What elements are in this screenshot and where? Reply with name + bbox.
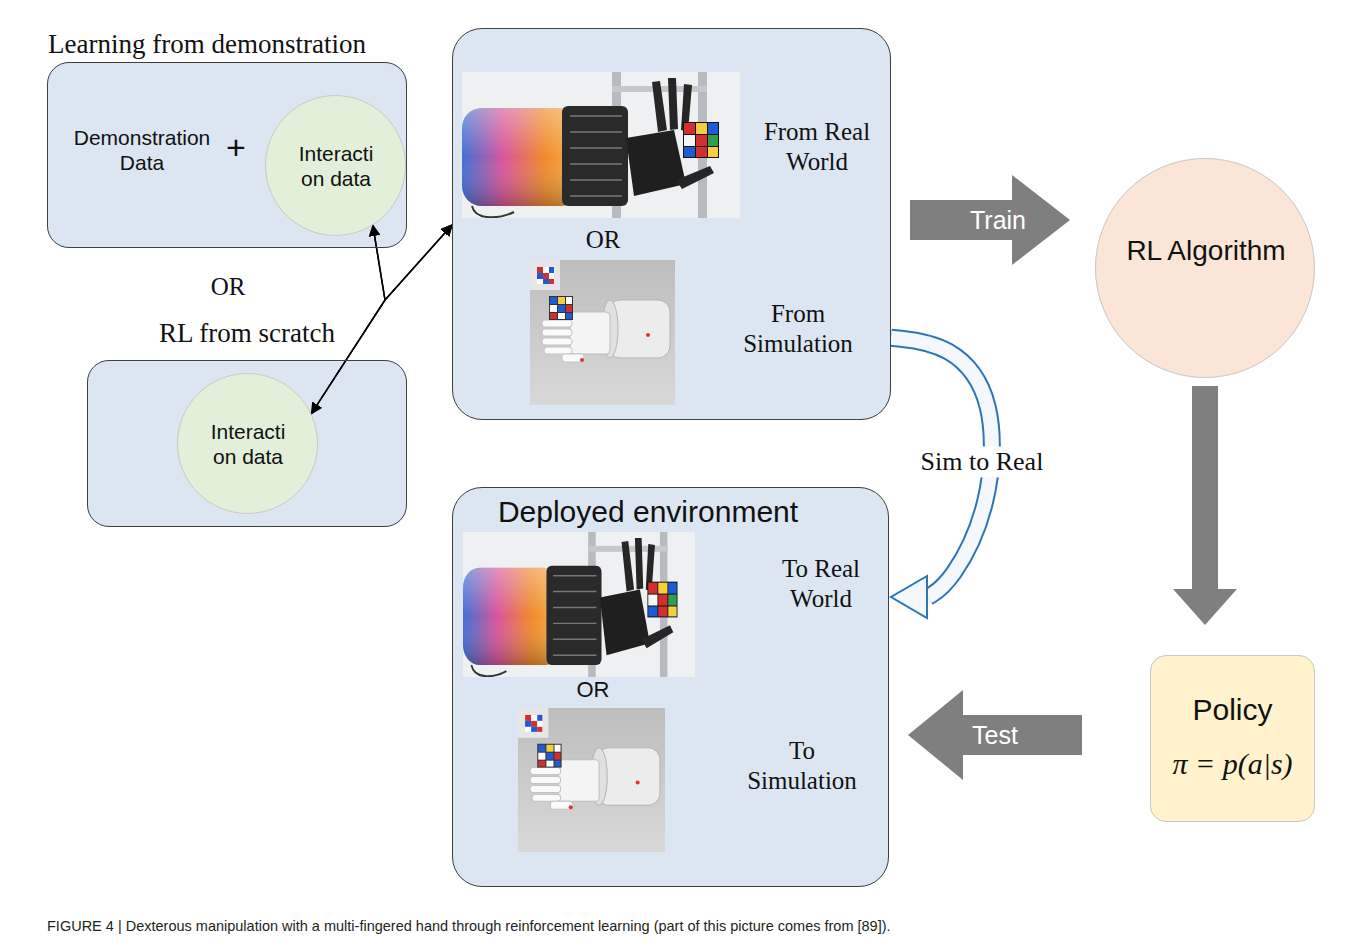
arrow-line	[373, 225, 452, 300]
box-title: Policy	[1192, 692, 1272, 728]
or-label: OR	[211, 272, 246, 302]
block-arrow	[908, 690, 1082, 780]
edge-label: Train	[970, 205, 1026, 235]
box-text: Demonstration Data	[56, 125, 228, 175]
environment-panel: Deployed environment To Real WorldOR To Si…	[452, 487, 889, 887]
simulated-hand-image	[518, 708, 665, 852]
environment-panel: From Real WorldOR From Simulation	[452, 28, 891, 420]
circle-text: RL Algorithm	[1126, 233, 1285, 268]
block-arrow	[910, 175, 1070, 265]
panel-text: From Real World	[749, 117, 885, 177]
figure-caption: FIGURE 4 | Dexterous manipulation with a…	[47, 918, 891, 935]
panel-text: From Simulation	[731, 299, 865, 359]
block-arrow	[908, 690, 1082, 780]
node-fill	[452, 28, 891, 420]
policy-box: Policy π = p(a|s)	[1150, 655, 1315, 822]
curved-arrow	[891, 338, 992, 618]
arrow-line	[373, 225, 452, 300]
node-fill	[177, 373, 318, 514]
node-fill	[265, 95, 406, 236]
node-fill	[452, 487, 889, 887]
robot-hand-photo	[462, 72, 740, 218]
algorithm-circle: RL Algorithm	[1095, 158, 1315, 378]
block-arrow	[910, 175, 1070, 265]
panel-text: To Simulation	[735, 736, 869, 796]
curved-arrow-head	[891, 576, 927, 618]
edge-label: Test	[972, 720, 1018, 750]
group-heading: Learning from demonstration	[48, 28, 366, 60]
block-arrow	[1173, 386, 1237, 625]
edge-label: Sim to Real	[918, 446, 1047, 477]
block-arrow	[1173, 386, 1237, 625]
group-heading: RL from scratch	[159, 317, 335, 349]
or-text: OR	[586, 225, 621, 255]
or-text: OR	[577, 678, 610, 702]
node-fill	[1095, 158, 1315, 378]
edge-label-slot: Test	[972, 720, 1018, 750]
node-fill	[87, 360, 407, 527]
circle-text: Interacti on data	[202, 419, 294, 469]
group-box: RL from scratchInteracti on data	[87, 360, 407, 527]
robot-hand-photo	[463, 532, 695, 677]
circle-text: Interacti on data	[290, 141, 382, 191]
data-circle: Interacti on data	[177, 373, 318, 514]
plus-sign: +	[226, 127, 246, 168]
node-fills	[47, 28, 1315, 887]
simulated-hand-image	[530, 260, 675, 405]
node-fill	[47, 62, 407, 248]
panel-text: To Real World	[759, 554, 883, 614]
connectors	[311, 175, 1237, 780]
group-box: Learning from demonstrationDemonstration…	[47, 62, 407, 248]
caption-slot: FIGURE 4 | Dexterous manipulation with a…	[47, 917, 1337, 935]
edge-label-slot: Train	[970, 205, 1026, 235]
panel-heading: Deployed environment	[498, 494, 798, 530]
edge-label-slot: Sim to Real	[918, 446, 1047, 477]
data-circle: Interacti on data	[265, 95, 406, 236]
formula: π = p(a|s)	[1172, 746, 1292, 782]
label-slot: OR	[198, 272, 258, 302]
node-fill	[1150, 655, 1315, 822]
